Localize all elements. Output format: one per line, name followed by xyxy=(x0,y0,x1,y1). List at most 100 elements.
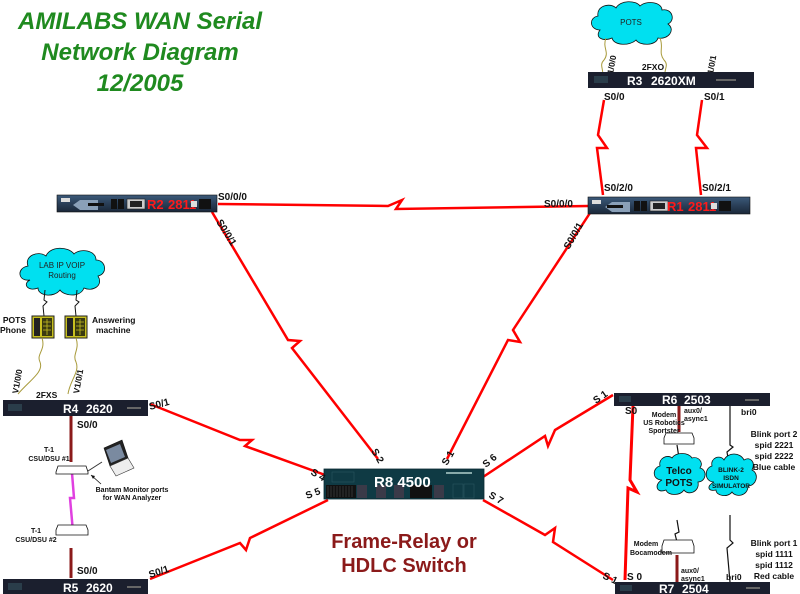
wan-analyzer-laptop[interactable] xyxy=(103,439,135,477)
csu1-label-1: T-1 xyxy=(44,447,54,454)
blink-cloud-line-2: ISDN xyxy=(723,475,739,482)
link-voip-phone[interactable] xyxy=(42,289,48,317)
router-r4[interactable]: R4 2620 xyxy=(3,400,148,416)
router-r8-switch[interactable]: R8 4500 xyxy=(323,468,485,500)
r6-name: R6 xyxy=(662,393,678,407)
r6-port-s1: S 1 xyxy=(591,389,610,407)
blink1-note-line-3: spid 1112 xyxy=(755,560,793,570)
r4-port-v100: V1/0/0 xyxy=(10,368,24,394)
link-r2-r1[interactable] xyxy=(217,197,589,211)
laptop-keyboard-icon xyxy=(109,457,135,477)
link-csu1-laptop[interactable] xyxy=(87,461,103,472)
r2-port-s000: S0/0/0 xyxy=(218,192,247,203)
link-r3-r1-b[interactable] xyxy=(694,99,710,196)
r4-name: R4 xyxy=(63,402,79,416)
r4-card-label: 2FXS xyxy=(36,390,58,400)
r5-port-s01: S0/1 xyxy=(148,564,171,581)
bantam-label-2: for WAN Analyzer xyxy=(103,495,162,502)
r3-port-s01: S0/1 xyxy=(704,92,725,103)
answering-machine[interactable] xyxy=(64,315,88,339)
phone-handset-icon xyxy=(34,318,40,336)
title-line-1: AMILABS WAN Serial xyxy=(17,8,263,35)
link-r6-r7[interactable] xyxy=(623,405,641,581)
telco-pots-cloud[interactable]: Telco POTS xyxy=(653,453,706,495)
link-answering-r4-v101[interactable] xyxy=(67,337,78,395)
router-r5[interactable]: R5 2620 xyxy=(3,579,148,594)
blink-isdn-cloud[interactable]: BLINK-2 ISDN SIMULATOR xyxy=(705,453,757,496)
r6-model: 2503 xyxy=(684,393,711,407)
r3-port-s00: S0/0 xyxy=(604,92,625,103)
r5-name: R5 xyxy=(63,581,79,594)
blink-cloud-line-3: SIMULATOR xyxy=(712,483,750,490)
boca-modem[interactable] xyxy=(661,539,695,554)
r5-model: 2620 xyxy=(86,581,113,594)
router-r3[interactable]: R3 2620XM xyxy=(588,72,754,88)
link-r8-r7[interactable] xyxy=(482,498,614,582)
csu2-label-2: CSU/DSU #2 xyxy=(15,537,56,544)
r5-led-icon xyxy=(8,583,22,590)
pots-phone[interactable] xyxy=(31,315,55,339)
link-r8-r6[interactable] xyxy=(482,393,614,479)
answering-handset-icon xyxy=(67,318,73,336)
lab-voip-cloud-line-2: Routing xyxy=(48,271,76,280)
boca-modem-label-2: Bocamodem xyxy=(630,550,672,557)
r3-led-icon xyxy=(594,76,608,83)
blink1-note-line-4: Red cable xyxy=(754,571,794,581)
r8-port-s1: S 1 xyxy=(440,449,457,468)
link-t1-csu1-csu2[interactable] xyxy=(68,472,76,533)
r8-logo-icon xyxy=(331,471,355,483)
pots-cloud[interactable]: POTS xyxy=(591,1,673,45)
r8-badge-icon xyxy=(446,472,472,474)
r1-port-s001: S0/0/1 xyxy=(562,221,586,252)
router-r7[interactable]: R7 2504 xyxy=(615,582,770,594)
link-telco-boca-modem[interactable] xyxy=(674,519,680,543)
r6-badge-icon xyxy=(745,399,759,401)
r7-name: R7 xyxy=(659,582,675,594)
link-r4-r8[interactable] xyxy=(149,402,329,478)
csu-dsu-1[interactable] xyxy=(55,465,89,475)
diagram-title: AMILABS WAN Serial Network Diagram 12/20… xyxy=(17,8,263,97)
r7-port-async: async1 xyxy=(681,576,705,583)
link-voip-answering[interactable] xyxy=(74,289,80,317)
r6-led-icon xyxy=(619,396,631,402)
link-r1-r8[interactable] xyxy=(445,212,592,460)
csu-dsu-2[interactable] xyxy=(55,524,89,536)
link-r2-r8[interactable] xyxy=(210,211,379,460)
telco-cloud-line-1: Telco xyxy=(666,466,691,477)
r4-model: 2620 xyxy=(86,402,113,416)
r3-card-label: 2FXO xyxy=(642,62,665,72)
blink2-note-line-4: Blue cable xyxy=(753,462,796,472)
r1-port-s000: S0/0/0 xyxy=(544,199,573,210)
r7-port-aux: aux0/ xyxy=(681,568,699,575)
link-r3-r1-a[interactable] xyxy=(595,99,610,196)
router-r6[interactable]: R6 2503 xyxy=(614,393,770,407)
r7-led-icon xyxy=(620,585,632,591)
lab-voip-cloud[interactable]: LAB IP VOIP Routing xyxy=(19,247,105,296)
router-r2[interactable]: R2 2811 xyxy=(56,194,218,213)
r1-led-icon xyxy=(592,200,601,204)
usr-modem-label-2: US Robotics xyxy=(643,420,685,427)
r6-port-s0: S0 xyxy=(625,406,638,417)
r2-name: R2 xyxy=(147,197,164,212)
r6-port-async: async1 xyxy=(684,416,708,423)
pots-phone-label-1: POTS xyxy=(3,315,26,325)
link-r5-r8[interactable] xyxy=(149,498,329,581)
link-blink-r7-bri[interactable] xyxy=(726,515,734,583)
r8-port-s5: S 5 xyxy=(304,486,322,502)
r2-port-icon xyxy=(199,199,211,209)
router-r1[interactable]: R1 2811 xyxy=(587,196,751,215)
r6-port-bri: bri0 xyxy=(741,407,757,417)
blink2-note-line-3: spid 2222 xyxy=(755,451,794,461)
usr-modem[interactable] xyxy=(663,432,695,445)
r2-led-icon xyxy=(61,198,70,202)
answering-label-1: Answering xyxy=(92,315,135,325)
r7-model: 2504 xyxy=(682,582,709,594)
pots-cloud-label: POTS xyxy=(620,18,642,27)
usr-modem-label-1: Modem xyxy=(652,412,677,419)
r2-model: 2811 xyxy=(168,197,196,212)
serial-links xyxy=(149,99,710,582)
link-phone-r4-v100[interactable] xyxy=(17,337,44,395)
blink-cloud-line-1: BLINK-2 xyxy=(718,467,744,474)
r1-port-icon xyxy=(719,201,731,211)
